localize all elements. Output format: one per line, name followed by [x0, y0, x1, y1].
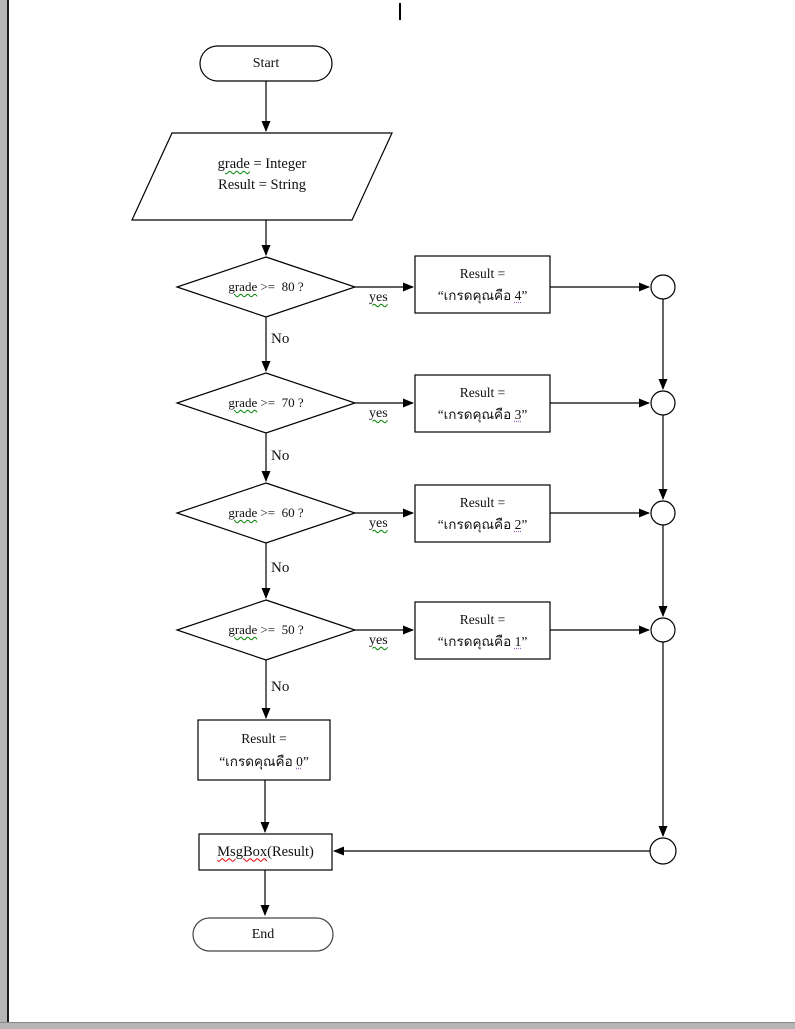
page-left-edge	[7, 0, 9, 1022]
terminator-start-shape[interactable]	[199, 45, 333, 82]
decision-grade-60-shape[interactable]	[175, 482, 357, 544]
connector-circle-merge[interactable]	[649, 837, 677, 865]
process-result-1-shape[interactable]	[414, 601, 551, 660]
process-result-4-shape[interactable]	[414, 255, 551, 314]
process-result-3-shape[interactable]	[414, 374, 551, 433]
page-left-margin-area	[0, 0, 7, 1029]
connector-circle-3[interactable]	[650, 500, 676, 526]
text-cursor	[399, 3, 401, 20]
io-declaration-shape[interactable]	[131, 132, 393, 221]
connector-circle-2[interactable]	[650, 390, 676, 416]
decision-grade-50-shape[interactable]	[175, 599, 357, 661]
process-msgbox-shape[interactable]	[198, 833, 333, 871]
decision-grade-80-shape[interactable]	[175, 256, 357, 318]
connector-circle-4[interactable]	[650, 617, 676, 643]
process-result-0-shape[interactable]	[197, 719, 331, 781]
connector-circle-1[interactable]	[650, 274, 676, 300]
process-result-2-shape[interactable]	[414, 484, 551, 543]
terminator-end-shape[interactable]	[192, 917, 334, 952]
decision-grade-70-shape[interactable]	[175, 372, 357, 434]
page-bottom-margin-area	[0, 1022, 795, 1029]
